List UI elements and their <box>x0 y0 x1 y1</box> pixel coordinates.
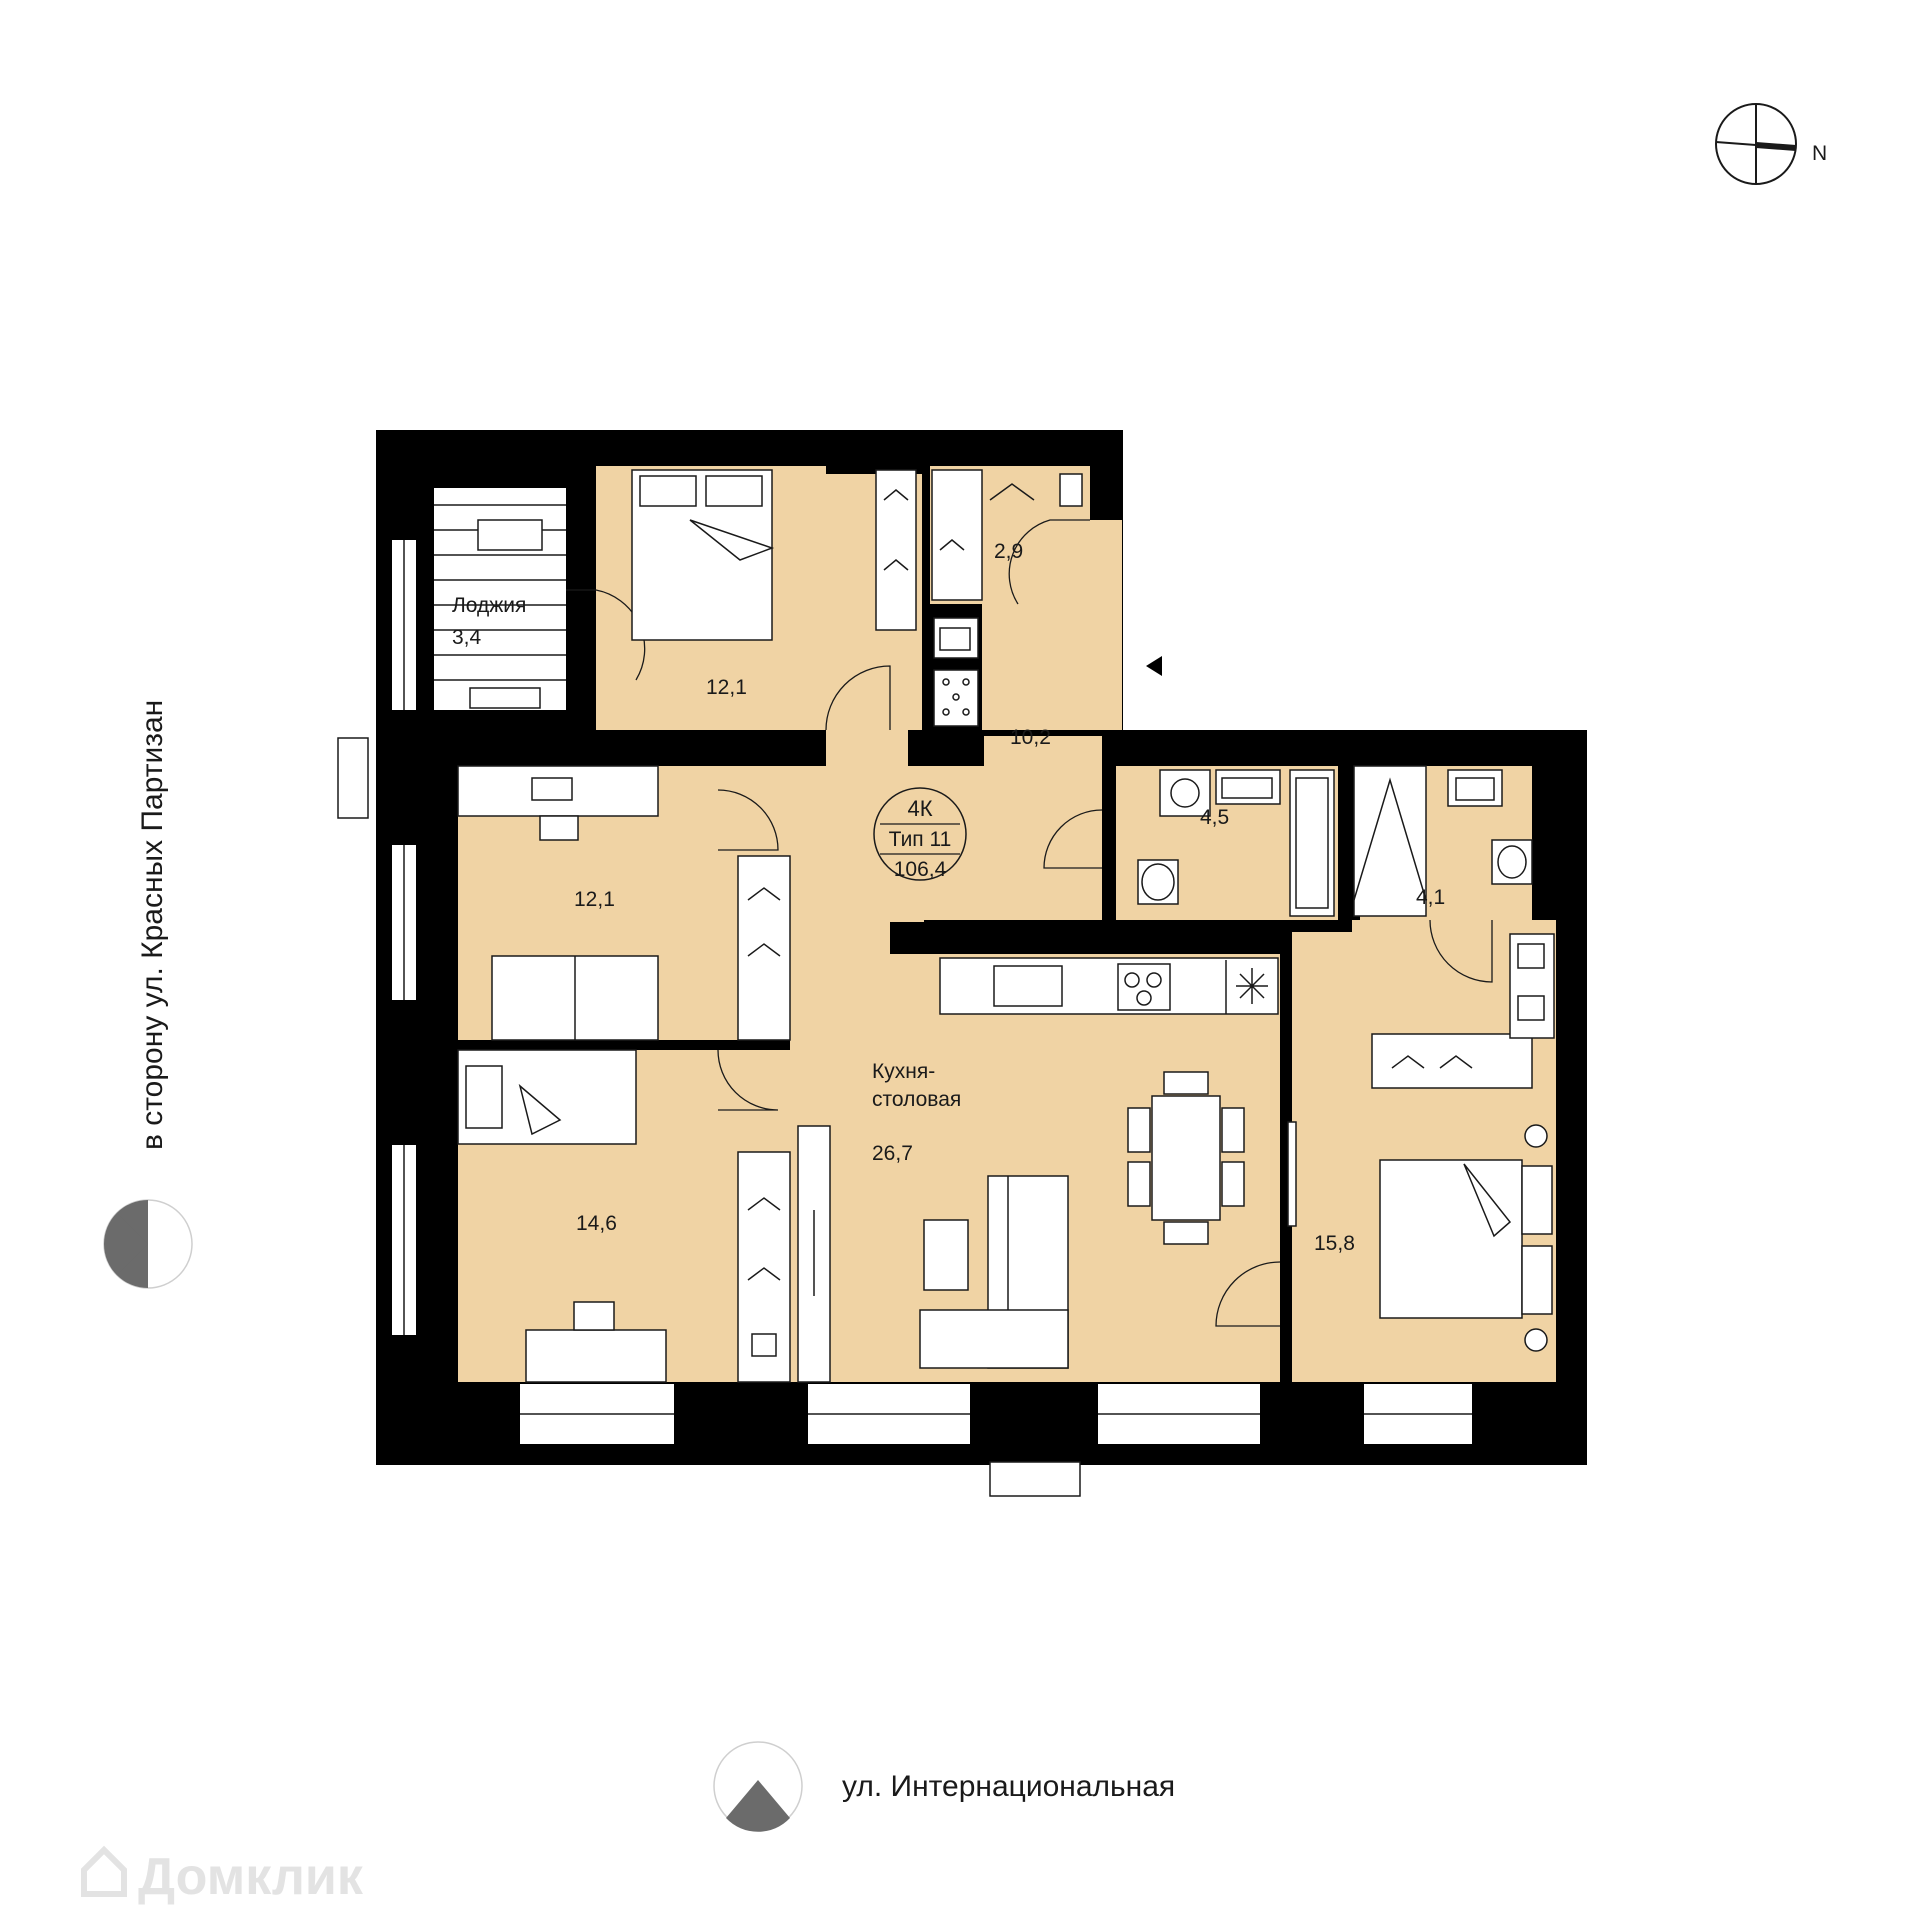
kitchen-counter <box>939 957 1279 1015</box>
compass: N <box>1715 103 1827 185</box>
wardrobe-area: 2,9 <box>994 540 1023 563</box>
shower-wc <box>1353 765 1533 917</box>
watermark: Домклик <box>81 1845 364 1906</box>
bedroom-left-furniture <box>457 1049 791 1383</box>
kitchen-area: 26,7 <box>872 1142 913 1165</box>
bedroom-left-area: 14,6 <box>576 1212 617 1235</box>
plan-code: 4К <box>907 796 932 821</box>
bedroom-right-area: 15,8 <box>1314 1232 1355 1255</box>
bathroom-fixtures <box>1137 769 1335 917</box>
hall-area: 10,2 <box>1010 726 1051 749</box>
kitchen-sofa <box>919 1175 1069 1369</box>
room-mid-left-furniture <box>457 765 791 1041</box>
loggia-deck <box>434 504 566 709</box>
furniture <box>434 469 1555 1383</box>
plan-badge: 4К Тип 11 106,4 <box>873 787 967 881</box>
plan-total-area: 106,4 <box>894 858 947 881</box>
plan-type: Тип 11 <box>889 828 952 851</box>
corridor-cabinet <box>797 1125 831 1383</box>
kitchen-name-line1: Кухня- <box>872 1060 935 1083</box>
room-labels: Лоджия 3,4 12,1 2,9 10,2 12,1 4,5 4,1 Ку… <box>452 540 1445 1255</box>
compass-north-label: N <box>1812 142 1827 165</box>
loggia-area: 3,4 <box>452 626 482 649</box>
watermark-text: Домклик <box>138 1848 364 1906</box>
hall-kitchenette <box>933 617 979 727</box>
wc-area: 4,1 <box>1416 886 1445 909</box>
plan-badge-circle <box>873 787 967 881</box>
room-mid-left-area: 12,1 <box>574 888 615 911</box>
bedroom-right-furniture <box>1287 933 1555 1352</box>
street-left: в сторону ул. Красных Партизан <box>103 700 193 1289</box>
wardrobe-top <box>875 469 1083 631</box>
street-bottom: ул. Интернациональная <box>713 1741 1175 1832</box>
loggia-name: Лоджия <box>452 594 526 617</box>
entrance-arrow-icon <box>1146 656 1162 676</box>
street-left-label: в сторону ул. Красных Партизан <box>136 700 169 1150</box>
doors <box>566 519 1493 1327</box>
bathroom-area: 4,5 <box>1200 806 1229 829</box>
bedroom-top-area: 12,1 <box>706 676 747 699</box>
kitchen-name-line2: столовая <box>872 1088 961 1111</box>
house-icon <box>81 1845 127 1897</box>
dining-table <box>1127 1071 1245 1245</box>
windows <box>337 540 1472 1497</box>
bed-top <box>631 469 775 641</box>
hall-floor-mid <box>796 736 1102 920</box>
street-bottom-label: ул. Интернациональная <box>842 1770 1175 1803</box>
